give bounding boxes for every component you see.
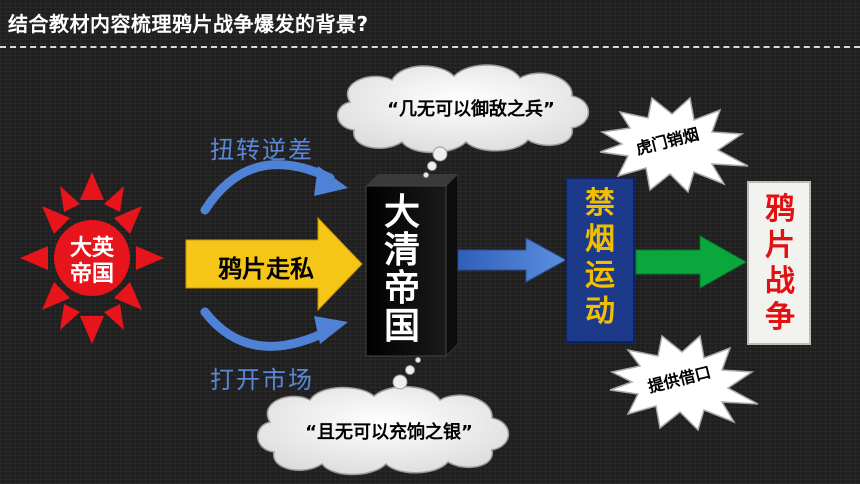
curved-arrow-top bbox=[200, 160, 335, 215]
burst-top bbox=[599, 96, 749, 194]
qing-char: 大 bbox=[383, 192, 420, 233]
curved-arrow-top-head bbox=[314, 166, 348, 196]
opium-smuggling-label: 鸦片走私 bbox=[218, 255, 314, 283]
qing-char: 清 bbox=[383, 230, 420, 271]
britain-label-line1: 大英 bbox=[69, 236, 114, 261]
war-char: 战 bbox=[765, 264, 795, 299]
war-char: 片 bbox=[765, 228, 795, 263]
qing-char: 国 bbox=[383, 306, 420, 347]
curved-arrow-bottom-head bbox=[314, 316, 348, 344]
cloud-top-quote: “几无可以御敌之兵” bbox=[387, 99, 555, 120]
green-arrow bbox=[635, 235, 748, 289]
sun-rays bbox=[20, 172, 164, 344]
ban-char: 动 bbox=[585, 294, 615, 329]
sun-core bbox=[54, 220, 130, 296]
opium-ban-label: 禁 烟 运 动 bbox=[569, 186, 631, 330]
cloud-top bbox=[337, 64, 590, 178]
open-market-label: 打开市场 bbox=[210, 366, 314, 394]
war-char: 争 bbox=[765, 300, 795, 335]
britain-label-line2: 帝国 bbox=[69, 262, 114, 287]
ban-char: 烟 bbox=[585, 222, 615, 257]
ban-char: 禁 bbox=[585, 186, 615, 221]
curved-arrow-bottom bbox=[200, 307, 335, 351]
opium-arrow bbox=[185, 216, 363, 312]
cloud-bottom-quote: “且无可以充饷之银” bbox=[305, 422, 473, 443]
blue-arrow bbox=[457, 237, 568, 283]
qing-char: 帝 bbox=[383, 268, 420, 309]
page-title: 结合教材内容梳理鸦片战争爆发的背景? bbox=[8, 12, 369, 36]
cloud-bottom bbox=[257, 357, 510, 476]
britain-sun bbox=[20, 172, 164, 344]
ban-box bbox=[565, 177, 635, 343]
ban-char: 运 bbox=[585, 258, 615, 293]
war-box bbox=[747, 181, 811, 345]
reverse-deficit-label: 扭转逆差 bbox=[210, 136, 314, 164]
qing-box bbox=[365, 172, 459, 358]
burst-bottom bbox=[609, 334, 759, 432]
title-divider bbox=[0, 46, 860, 48]
war-char: 鸦 bbox=[765, 192, 795, 227]
britain-label: 大英 帝国 bbox=[52, 236, 132, 288]
qing-label: 大 清 帝 国 bbox=[372, 194, 432, 346]
opium-war-label: 鸦 片 战 争 bbox=[752, 192, 808, 336]
